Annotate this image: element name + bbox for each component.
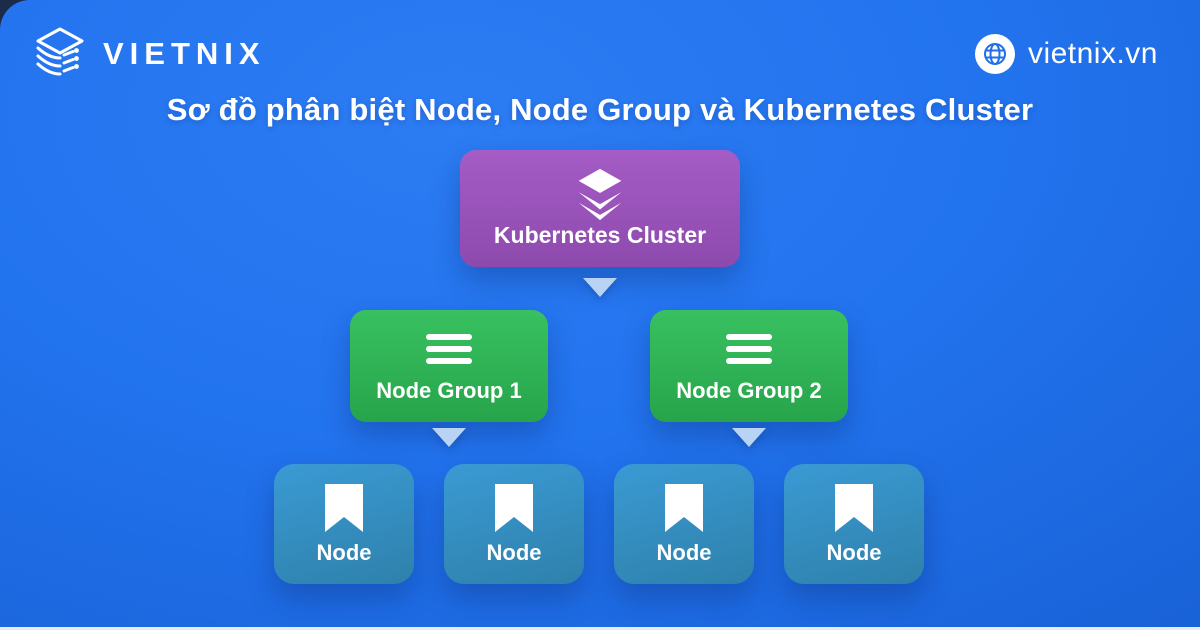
cluster-label: Kubernetes Cluster (493, 222, 707, 248)
node-group-1-box: Node Group 1 (350, 310, 548, 422)
arrow-down-icon (432, 428, 466, 447)
arrow-down-icon (732, 428, 766, 447)
website-badge: vietnix.vn (974, 34, 1158, 74)
node-label: Node (826, 540, 882, 565)
globe-badge (974, 34, 1015, 74)
bottom-strip (0, 627, 1200, 630)
kubernetes-cluster-box: Kubernetes Cluster (460, 150, 740, 267)
node-box-2: Node (444, 464, 584, 584)
node-box-3: Node (614, 464, 754, 584)
diagram-title: Sơ đồ phân biệt Node, Node Group và Kube… (166, 92, 1034, 127)
node-group-2-label: Node Group 2 (676, 378, 822, 403)
node-group-2-box: Node Group 2 (650, 310, 848, 422)
node-label: Node (486, 540, 542, 565)
node-label: Node (656, 540, 712, 565)
arrow-down-icon (583, 278, 617, 297)
vietnix-stack-icon (36, 27, 84, 76)
node-box-4: Node (784, 464, 924, 584)
node-group-1-label: Node Group 1 (376, 378, 522, 403)
bookmark-icon (325, 484, 363, 532)
website-text: vietnix.vn (1027, 37, 1158, 70)
vietnix-logo: VIETNIX (30, 24, 266, 84)
menu-icon (426, 334, 472, 364)
layers-icon (578, 168, 622, 221)
logo-text: VIETNIX (103, 36, 266, 71)
bookmark-icon (495, 484, 533, 532)
bookmark-icon (835, 484, 873, 532)
menu-icon (726, 334, 772, 364)
globe-icon (983, 43, 1006, 65)
node-box-1: Node (274, 464, 414, 584)
node-label: Node (316, 540, 372, 565)
bookmark-icon (665, 484, 703, 532)
